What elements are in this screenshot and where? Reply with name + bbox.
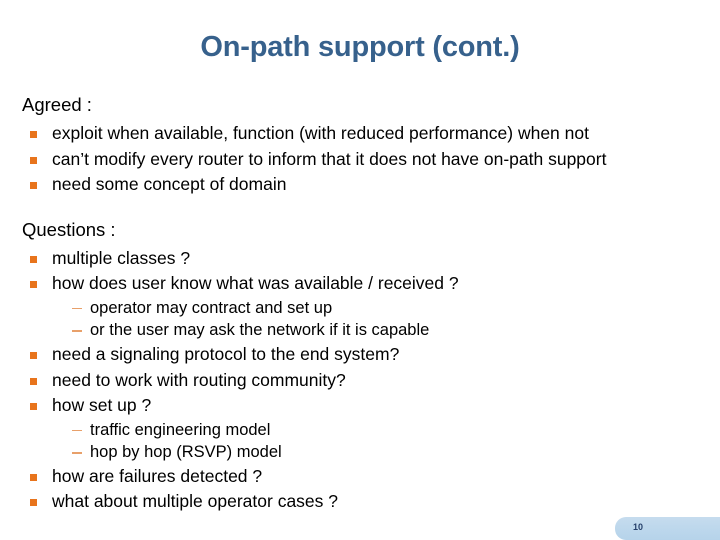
- sub-list-item: or the user may ask the network if it is…: [64, 319, 708, 342]
- section-questions: Questions : multiple classes ? how does …: [22, 218, 708, 515]
- sub-list-item: traffic engineering model: [64, 419, 708, 442]
- list-item: can’t modify every router to inform that…: [22, 147, 708, 173]
- list-item: need some concept of domain: [22, 172, 708, 198]
- list-item: what about multiple operator cases ?: [22, 489, 708, 515]
- list-item-label: what about multiple operator cases ?: [52, 491, 338, 512]
- list-item-label: need to work with routing community?: [52, 369, 346, 390]
- sub-list-item-label: or the user may ask the network if it is…: [90, 321, 430, 340]
- square-bullet-icon: [30, 473, 37, 481]
- square-bullet-icon: [30, 156, 37, 164]
- list-item: need a signaling protocol to the end sys…: [22, 342, 708, 368]
- list-item-label: need a signaling protocol to the end sys…: [52, 343, 400, 364]
- list-item: how does user know what was available / …: [22, 271, 708, 342]
- section-spacer: [22, 198, 708, 218]
- sub-list-item: hop by hop (RSVP) model: [64, 441, 708, 464]
- bullet-list-agreed: exploit when available, function (with r…: [22, 121, 708, 198]
- sub-list-item-label: operator may contract and set up: [90, 298, 333, 317]
- list-item: how set up ? traffic engineering model h…: [22, 393, 708, 464]
- slide-body: Agreed : exploit when available, functio…: [22, 93, 708, 515]
- section-agreed: Agreed : exploit when available, functio…: [22, 93, 708, 198]
- dash-bullet-icon: [72, 307, 82, 310]
- dash-bullet-icon: [72, 429, 82, 432]
- square-bullet-icon: [30, 499, 37, 507]
- page-number: 10: [633, 522, 644, 532]
- list-item: exploit when available, function (with r…: [22, 121, 708, 147]
- square-bullet-icon: [30, 377, 37, 385]
- bullet-list-questions: multiple classes ? how does user know wh…: [22, 246, 708, 515]
- list-item-label: exploit when available, function (with r…: [52, 123, 589, 143]
- page-title: On-path support (cont.): [200, 31, 520, 63]
- square-bullet-icon: [30, 351, 37, 359]
- dash-bullet-icon: [72, 330, 82, 332]
- list-item-label: need some concept of domain: [52, 174, 287, 195]
- list-item-label: can’t modify every router to inform that…: [52, 148, 607, 169]
- list-item-label: how set up ?: [52, 395, 152, 416]
- sub-bullet-list: traffic engineering model hop by hop (RS…: [64, 419, 708, 464]
- sub-list-item-label: hop by hop (RSVP) model: [90, 443, 282, 462]
- square-bullet-icon: [30, 131, 37, 138]
- section-heading-agreed: Agreed :: [22, 94, 92, 115]
- square-bullet-icon: [30, 403, 37, 411]
- dash-bullet-icon: [72, 452, 82, 454]
- sub-list-item: operator may contract and set up: [64, 297, 708, 320]
- list-item-label: how does user know what was available / …: [52, 273, 459, 294]
- list-item: how are failures detected ?: [22, 464, 708, 490]
- sub-list-item-label: traffic engineering model: [90, 420, 271, 439]
- list-item: need to work with routing community?: [22, 368, 708, 394]
- square-bullet-icon: [30, 255, 37, 263]
- page-number-plate: 10: [615, 517, 720, 540]
- sub-bullet-list: operator may contract and set up or the …: [64, 297, 708, 342]
- list-item: multiple classes ?: [22, 246, 708, 272]
- section-heading-questions: Questions :: [22, 218, 116, 240]
- square-bullet-icon: [30, 281, 37, 289]
- square-bullet-icon: [30, 182, 37, 190]
- list-item-label: how are failures detected ?: [52, 465, 263, 486]
- list-item-label: multiple classes ?: [52, 247, 191, 268]
